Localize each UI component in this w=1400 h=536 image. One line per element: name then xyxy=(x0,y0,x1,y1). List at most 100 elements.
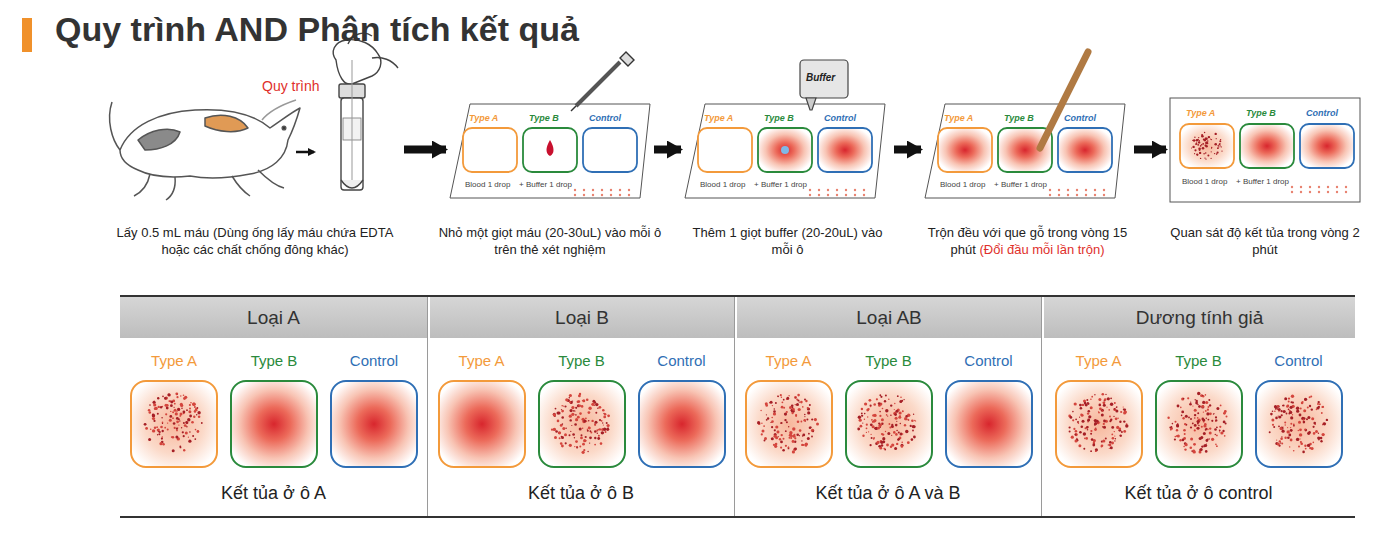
dot xyxy=(186,421,189,424)
dot xyxy=(587,451,588,452)
dot xyxy=(1079,431,1082,434)
dot xyxy=(1120,431,1122,433)
dot xyxy=(170,404,173,407)
dot xyxy=(1281,430,1284,433)
dot xyxy=(1208,404,1210,406)
dot xyxy=(794,447,797,450)
halftone-dot xyxy=(610,194,612,196)
dot xyxy=(775,425,778,428)
dot xyxy=(175,436,178,439)
card-well xyxy=(1300,124,1354,168)
dot xyxy=(555,430,558,433)
dot xyxy=(578,428,581,431)
dot xyxy=(160,406,162,408)
agglutination-dots xyxy=(747,382,830,465)
dot xyxy=(1086,412,1088,414)
dot xyxy=(189,415,192,418)
dot xyxy=(1219,144,1221,146)
dot xyxy=(1100,413,1103,416)
dot xyxy=(588,427,589,428)
dot xyxy=(167,422,168,423)
dot xyxy=(157,397,159,399)
dot xyxy=(576,416,579,419)
annotation-label: Type A xyxy=(469,113,498,123)
dot xyxy=(1111,426,1114,429)
dot xyxy=(552,413,555,416)
dot xyxy=(1201,144,1203,146)
dot xyxy=(1204,157,1205,158)
dot xyxy=(1098,412,1100,414)
dot xyxy=(1174,421,1176,423)
dot xyxy=(1103,426,1106,429)
dot xyxy=(1194,149,1196,151)
dot xyxy=(1283,411,1284,412)
dot xyxy=(915,420,916,421)
dot xyxy=(1198,137,1199,138)
well-label: Control xyxy=(620,352,744,369)
dot xyxy=(1074,433,1077,436)
dot xyxy=(561,423,563,425)
dot xyxy=(765,419,767,421)
annotation-label: Blood 1 drop xyxy=(465,180,510,189)
dot xyxy=(575,414,577,416)
halftone-dot xyxy=(1291,191,1293,193)
dot xyxy=(162,423,163,424)
dot xyxy=(884,449,886,451)
dot xyxy=(866,409,869,412)
dot xyxy=(1223,435,1225,437)
dot xyxy=(579,446,581,448)
dot xyxy=(1180,415,1182,417)
dot xyxy=(899,423,900,424)
column-footer: Kết tủa ở ô B xyxy=(428,483,734,504)
title: Quy trình AND Phân tích kết quả xyxy=(55,10,579,49)
dot xyxy=(1196,153,1198,155)
dot xyxy=(577,400,580,403)
dot xyxy=(857,428,860,431)
dot xyxy=(1069,416,1072,419)
test-well: Control xyxy=(945,380,1033,468)
dot xyxy=(1200,145,1202,147)
dot xyxy=(816,423,819,426)
dot xyxy=(1304,445,1306,447)
dot xyxy=(1196,142,1197,143)
dot xyxy=(888,398,890,400)
dot xyxy=(891,424,893,426)
dot xyxy=(1086,399,1088,401)
dot xyxy=(864,402,867,405)
dot xyxy=(1282,405,1284,407)
halftone-dot xyxy=(1067,194,1069,196)
dot xyxy=(1074,430,1077,433)
dot xyxy=(587,420,589,422)
step-caption: Thêm 1 giọt buffer (20-20uL) vào mỗi ô xyxy=(685,225,890,259)
dot xyxy=(1221,146,1222,147)
dot xyxy=(857,416,860,419)
dot xyxy=(561,445,564,448)
dot xyxy=(188,440,191,443)
dot xyxy=(1216,445,1218,447)
flow-arrow xyxy=(404,146,446,154)
halftone-dot xyxy=(854,189,856,191)
halftone-dot xyxy=(845,189,847,191)
dot xyxy=(858,419,861,422)
dot xyxy=(1280,414,1282,416)
dot xyxy=(1322,422,1325,425)
dot xyxy=(582,399,585,402)
dot xyxy=(784,445,786,447)
dot xyxy=(770,437,773,440)
dot xyxy=(802,444,804,446)
dot xyxy=(178,424,179,425)
dot xyxy=(1198,406,1200,408)
halftone-dot xyxy=(1076,194,1078,196)
dot xyxy=(1197,139,1199,141)
dot xyxy=(1289,439,1292,442)
dot xyxy=(1312,442,1314,444)
dot xyxy=(791,440,794,443)
dot xyxy=(1072,411,1074,413)
dot xyxy=(1102,423,1104,425)
dot xyxy=(158,431,159,432)
dot xyxy=(785,411,787,413)
dot xyxy=(1204,450,1207,453)
dot xyxy=(900,396,902,398)
dot xyxy=(180,403,183,406)
well-label: Type B xyxy=(1137,352,1261,369)
